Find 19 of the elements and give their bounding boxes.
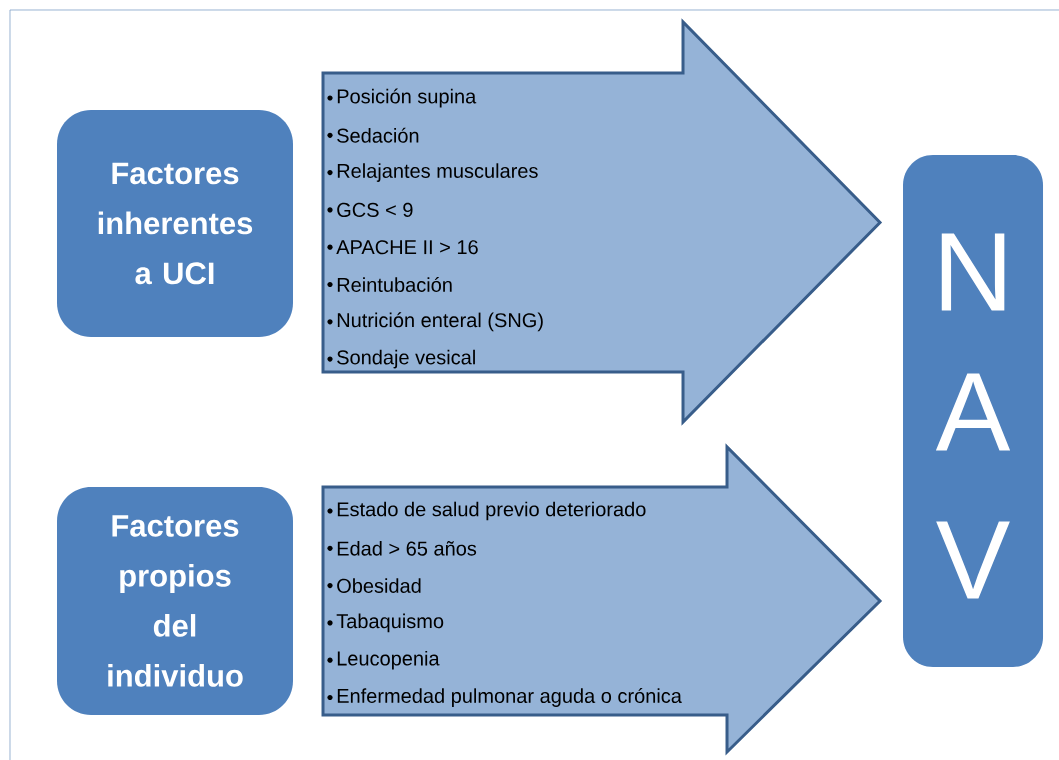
- acronym-box: N A V: [903, 155, 1043, 667]
- bullet-item: Obesidad: [327, 578, 421, 593]
- bullet-item: Reintubación: [327, 277, 452, 292]
- bullet-item: Relajantes musculares: [327, 163, 538, 182]
- bullet-item: APACHE II > 16: [327, 240, 478, 255]
- bullet-item: Enfermedad pulmonar aguda o crónica: [327, 688, 682, 707]
- arrow-shape: [321, 443, 883, 756]
- bullet-item: Edad > 65 años: [327, 540, 477, 556]
- bullet-item: Estado de salud previo deteriorado: [327, 501, 646, 521]
- category-box: Factores propios del individuo: [57, 487, 293, 715]
- bullet-item: Sedación: [327, 127, 419, 143]
- bullet-item: Tabaquismo: [327, 613, 444, 633]
- category-box: Factores inherentes a UCI: [57, 110, 293, 337]
- bullet-item: Nutrición enteral (SNG): [327, 312, 543, 332]
- bullet-item: Leucopenia: [327, 650, 440, 670]
- bullet-item: Posición supina: [327, 88, 477, 108]
- bullet-item: Sondaje vesical: [327, 349, 475, 369]
- bullet-item: GCS < 9: [327, 202, 413, 217]
- arrow-shape: [321, 18, 883, 426]
